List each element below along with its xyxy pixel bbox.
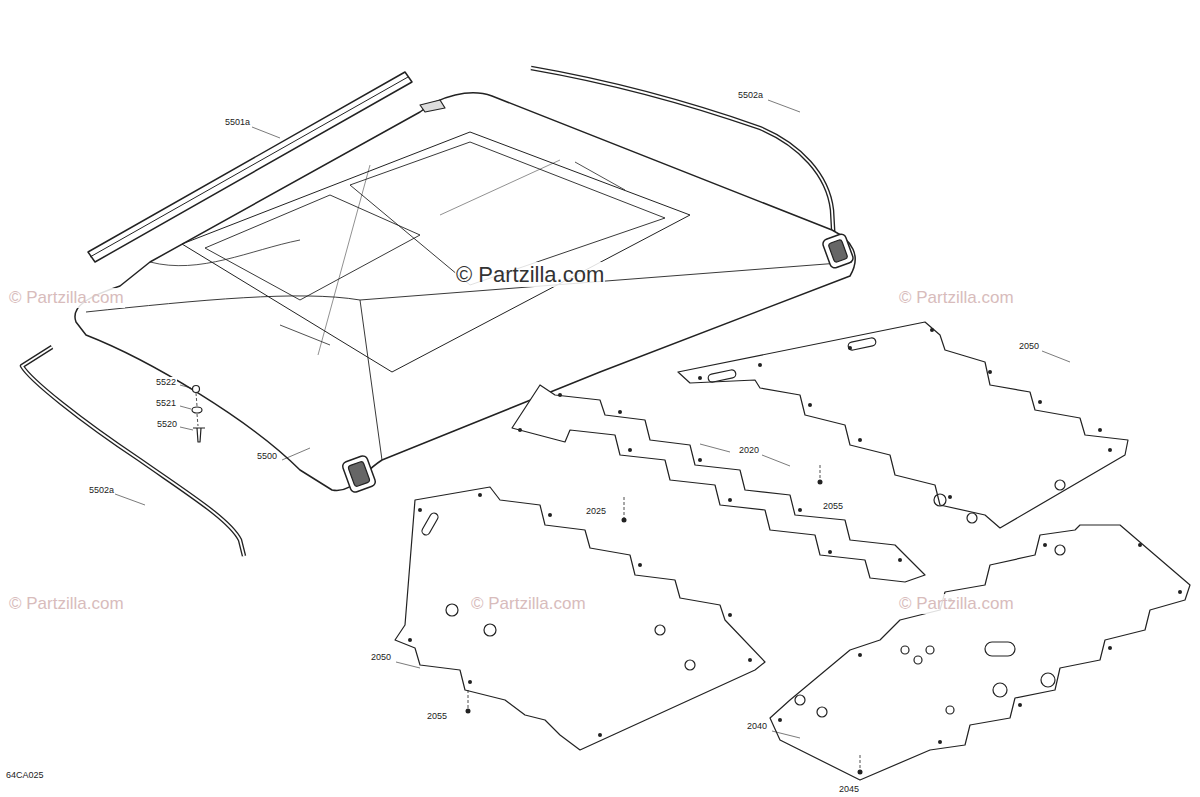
callout-number: 2040 <box>746 721 768 731</box>
callout-number: 2055 <box>426 711 448 721</box>
callout-number: 2050 <box>370 652 392 662</box>
callout-number: 2025 <box>585 506 607 516</box>
watermark: © Partzilla.com <box>898 594 1015 614</box>
callout-number: 2055 <box>822 501 844 511</box>
callout-number: 5500 <box>256 451 278 461</box>
watermark: © Partzilla.com <box>8 594 125 614</box>
callout-number: 2020 <box>738 445 760 455</box>
callout-number: 5521 <box>155 398 177 408</box>
callout-number: 64CA025 <box>5 770 45 780</box>
watermark: © Partzilla.com <box>455 262 605 287</box>
callout-number: 5502a <box>88 485 115 495</box>
callout-number: 5501a <box>224 117 251 127</box>
watermark: © Partzilla.com <box>470 594 587 614</box>
callout-number: 5520 <box>156 419 178 429</box>
callout-number: 2045 <box>838 784 860 794</box>
callout-number: 5502a <box>737 90 764 100</box>
watermark: © Partzilla.com <box>8 288 125 308</box>
callout-number: 2050 <box>1018 341 1040 351</box>
watermark: © Partzilla.com <box>898 288 1015 308</box>
callout-number: 5522 <box>155 377 177 387</box>
